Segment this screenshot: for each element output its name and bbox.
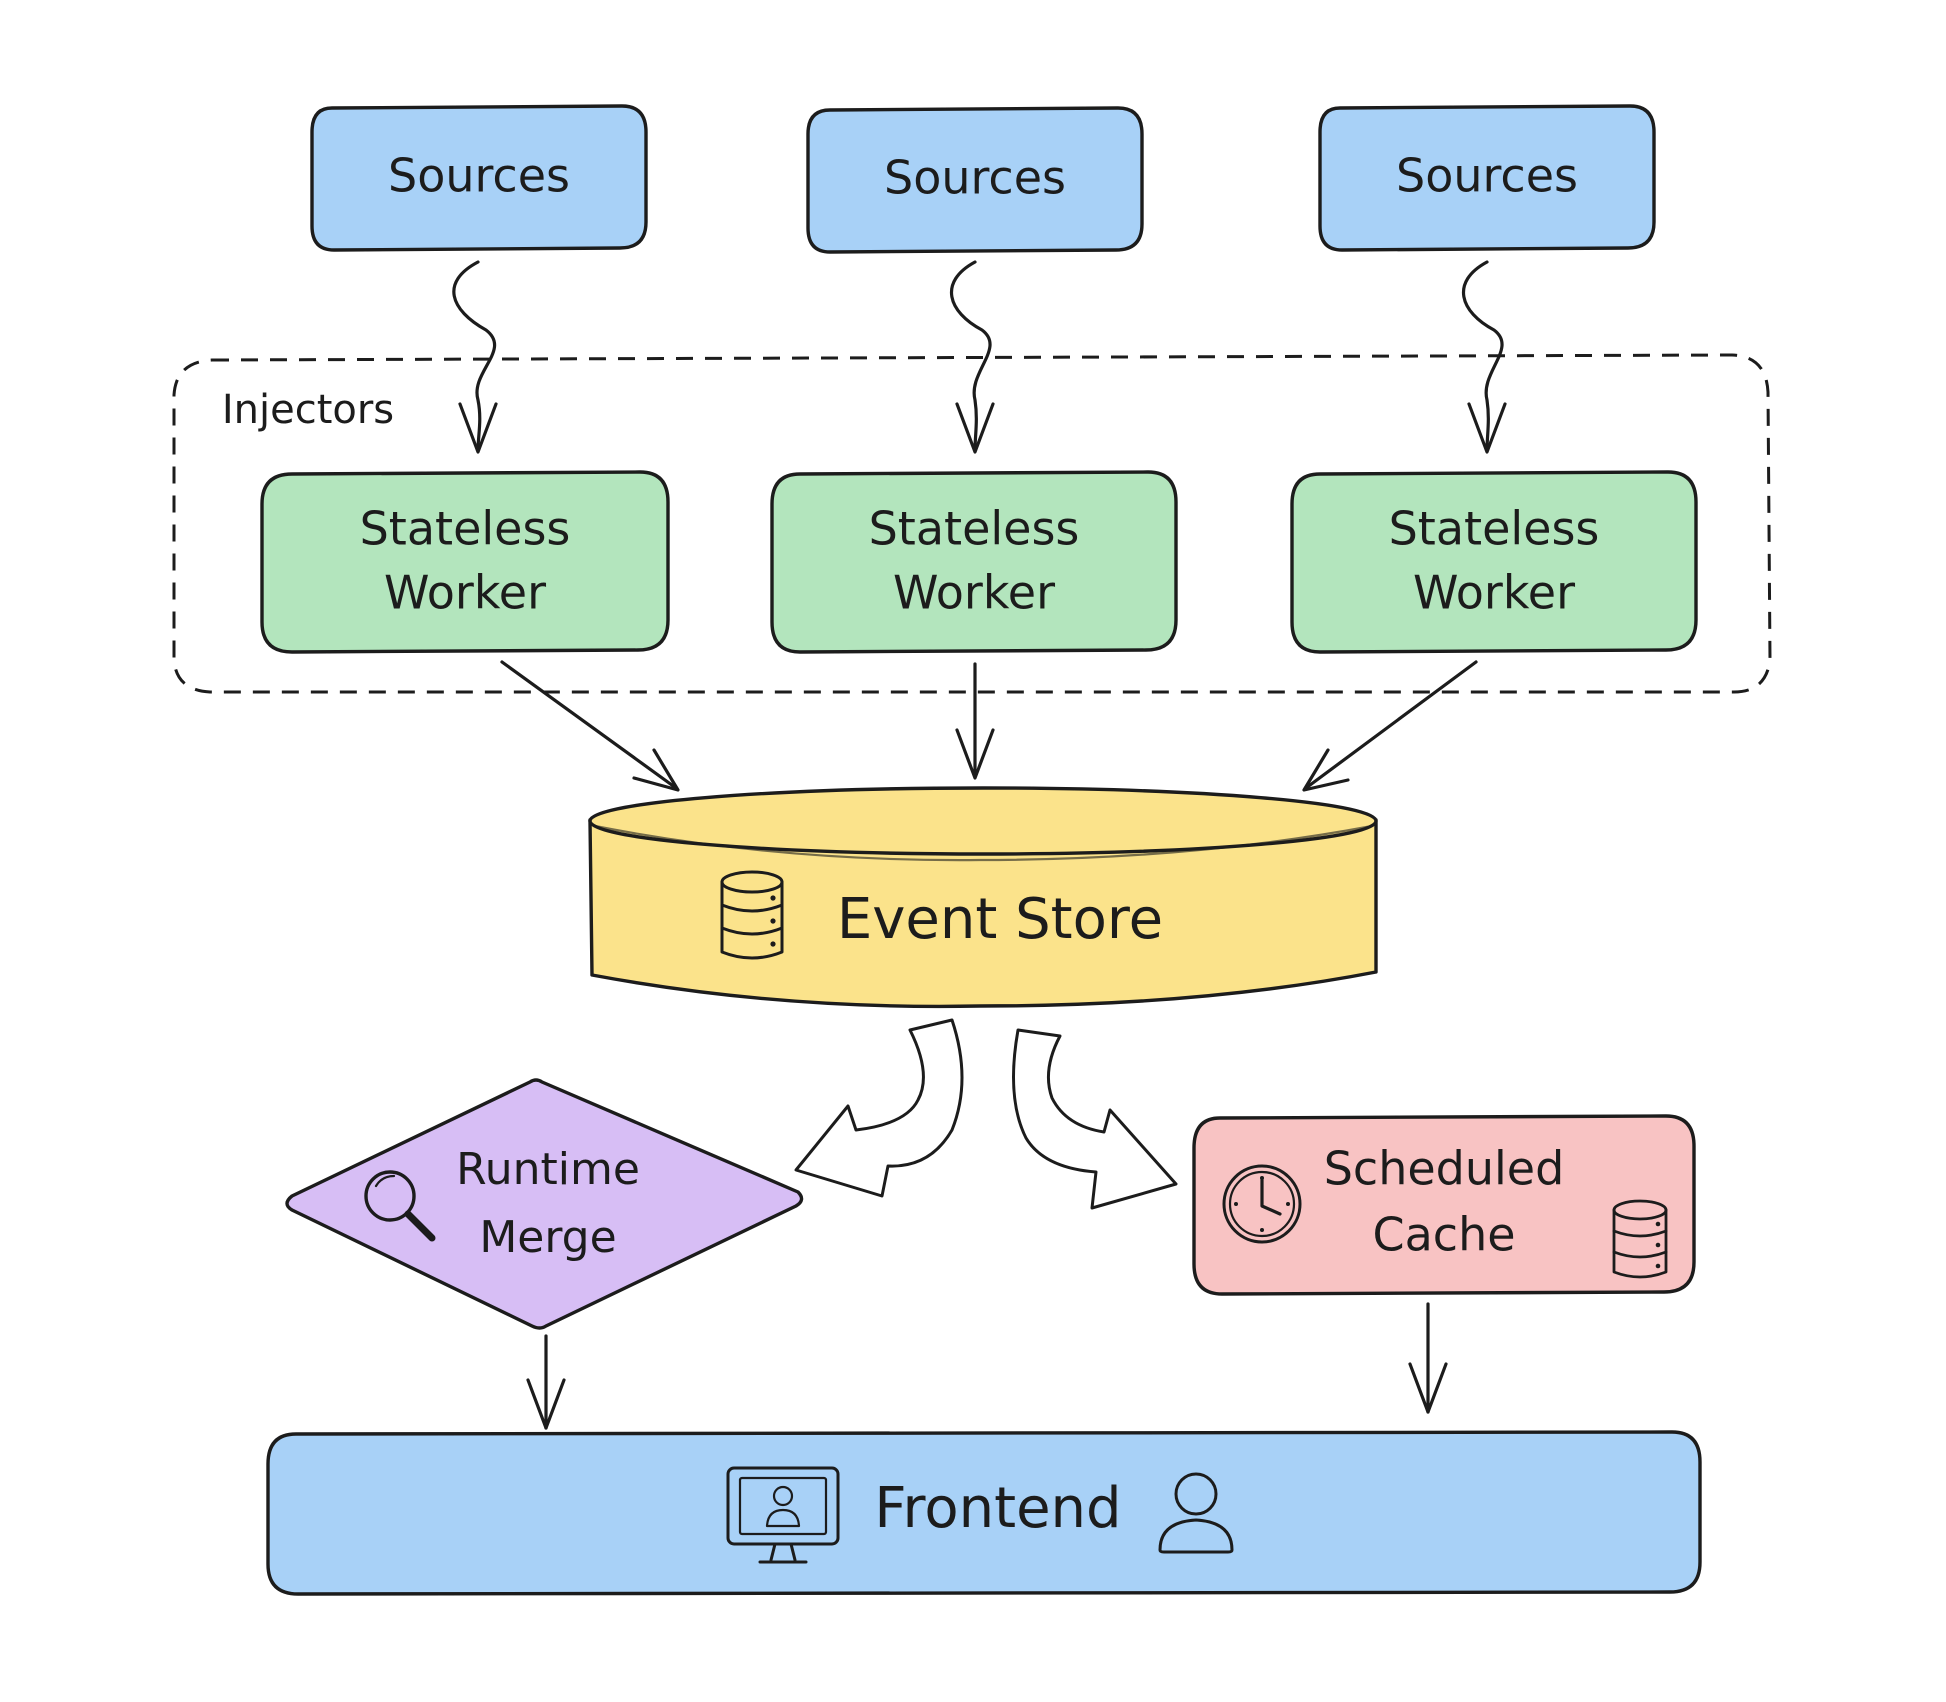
sources-box-3-shape xyxy=(1318,104,1656,252)
runtime-merge-label-line1: Runtime xyxy=(456,1144,640,1195)
squiggle-arrow-1 xyxy=(452,260,498,454)
sources-label-3: Sources xyxy=(1396,149,1578,203)
clock-icon xyxy=(1222,1164,1302,1244)
worker-label-3-line2: Worker xyxy=(1413,566,1575,620)
worker-label-2-line2: Worker xyxy=(893,566,1055,620)
frontend-shape xyxy=(266,1430,1702,1596)
worker-to-store-arrow-1 xyxy=(500,660,680,792)
sources-box-1-shape xyxy=(310,104,648,252)
sources-box-3: Sources xyxy=(1318,104,1656,252)
squiggle-arrow-2 xyxy=(949,260,995,454)
hatched-arrow-right xyxy=(1012,1028,1178,1210)
scheduled-cache-shape xyxy=(1192,1114,1696,1296)
merge-to-frontend-arrow xyxy=(526,1334,566,1430)
database-icon xyxy=(1612,1199,1668,1279)
runtime-merge-shape xyxy=(285,1078,804,1330)
worker-box-3: Stateless Worker xyxy=(1290,470,1698,654)
worker-box-1-shape xyxy=(260,470,670,654)
sources-box-1: Sources xyxy=(310,104,648,252)
frontend: Frontend xyxy=(266,1430,1702,1596)
worker-box-2-shape xyxy=(770,470,1178,654)
worker-box-1: Stateless Worker xyxy=(260,470,670,654)
monitor-user-icon xyxy=(726,1466,840,1564)
worker-to-store-arrow-2 xyxy=(955,662,995,780)
worker-label-3-line1: Stateless xyxy=(1389,502,1600,556)
runtime-merge: Runtime Merge xyxy=(285,1078,804,1330)
event-store-body xyxy=(588,818,1378,1009)
squiggle-arrow-3 xyxy=(1461,260,1507,454)
scheduled-cache: Scheduled Cache xyxy=(1192,1114,1696,1296)
user-icon xyxy=(1158,1472,1234,1554)
database-icon xyxy=(720,870,784,960)
sources-box-2: Sources xyxy=(806,106,1144,254)
event-store-top xyxy=(588,786,1378,856)
injectors-group: Injectors xyxy=(172,353,1772,694)
worker-label-1-line2: Worker xyxy=(384,566,546,620)
event-store-label: Event Store xyxy=(837,887,1163,952)
sources-label-2: Sources xyxy=(884,151,1066,205)
scheduled-cache-label-line1: Scheduled xyxy=(1324,1142,1565,1196)
injectors-label: Injectors xyxy=(222,387,394,433)
worker-box-3-shape xyxy=(1290,470,1698,654)
event-store: Event Store xyxy=(588,786,1378,1009)
worker-label-1-line1: Stateless xyxy=(360,502,571,556)
frontend-label: Frontend xyxy=(874,1476,1121,1541)
magnifier-icon xyxy=(364,1170,436,1242)
worker-box-2: Stateless Worker xyxy=(770,470,1178,654)
worker-to-store-arrow-3 xyxy=(1302,660,1478,792)
scheduled-cache-label-line2: Cache xyxy=(1372,1208,1515,1262)
worker-label-2-line1: Stateless xyxy=(869,502,1080,556)
sources-box-2-shape xyxy=(806,106,1144,254)
runtime-merge-label-line2: Merge xyxy=(479,1212,616,1263)
hatched-arrow-left xyxy=(794,1018,964,1198)
cache-to-frontend-arrow xyxy=(1408,1302,1448,1414)
sources-label-1: Sources xyxy=(388,149,570,203)
injectors-dashed-border xyxy=(172,353,1772,694)
